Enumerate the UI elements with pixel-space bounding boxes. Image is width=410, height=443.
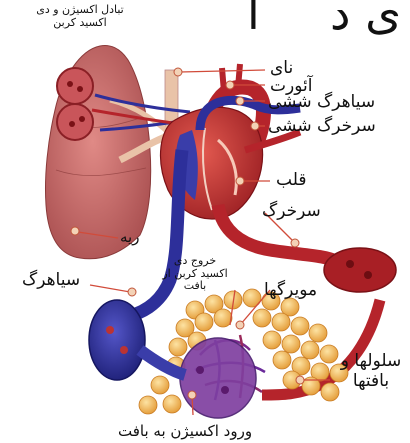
label-heart: قلب (276, 172, 306, 189)
cell (253, 309, 271, 327)
cell (139, 396, 157, 414)
label-co2-exit: خروج دی اکسید کربن از بافت (162, 255, 228, 293)
artery-bulb (324, 248, 396, 292)
blood-cell (106, 326, 114, 334)
cell (291, 317, 309, 335)
label-cells-tissues: سلولها و بافتها (335, 352, 407, 391)
blood-cell (196, 366, 204, 374)
label-gas-exchange: تبادل اکسیژن و دی اکسید کربن (30, 4, 130, 29)
cell (163, 395, 181, 413)
label-trachea: نای (270, 60, 293, 77)
cell (195, 313, 213, 331)
blood-cell (79, 116, 85, 122)
header-fragment: ی د (330, 0, 401, 40)
label-pulmonary-artery: سرخرگ ششی (268, 118, 376, 135)
cell (263, 331, 281, 349)
cell (272, 313, 290, 331)
label-o2-entry: ورود اکسیژن به بافت (118, 424, 252, 439)
vein-pool (89, 300, 145, 380)
cell (151, 376, 169, 394)
label-vein: سیاهرگ (22, 272, 80, 289)
cell (282, 335, 300, 353)
header-fragment: ا (247, 0, 260, 40)
blood-cell (120, 346, 128, 354)
blood-cell (364, 271, 372, 279)
cell (301, 341, 319, 359)
label-lung: ریه (120, 230, 139, 245)
alveolus-detail (57, 68, 93, 104)
blood-cell (346, 260, 354, 268)
alveolus-detail (57, 104, 93, 140)
cell (309, 324, 327, 342)
cell (169, 338, 187, 356)
blood-cell (69, 121, 75, 127)
blood-cell (221, 386, 229, 394)
cell (214, 309, 232, 327)
label-pulmonary-vein: سیاهرگ ششی (268, 94, 375, 111)
blood-cell (77, 86, 83, 92)
label-artery: سرخرگ (262, 203, 321, 220)
capillary-pool (180, 338, 256, 418)
label-capillaries: مویرگها (264, 282, 317, 299)
cell (273, 351, 291, 369)
blood-cell (67, 81, 73, 87)
